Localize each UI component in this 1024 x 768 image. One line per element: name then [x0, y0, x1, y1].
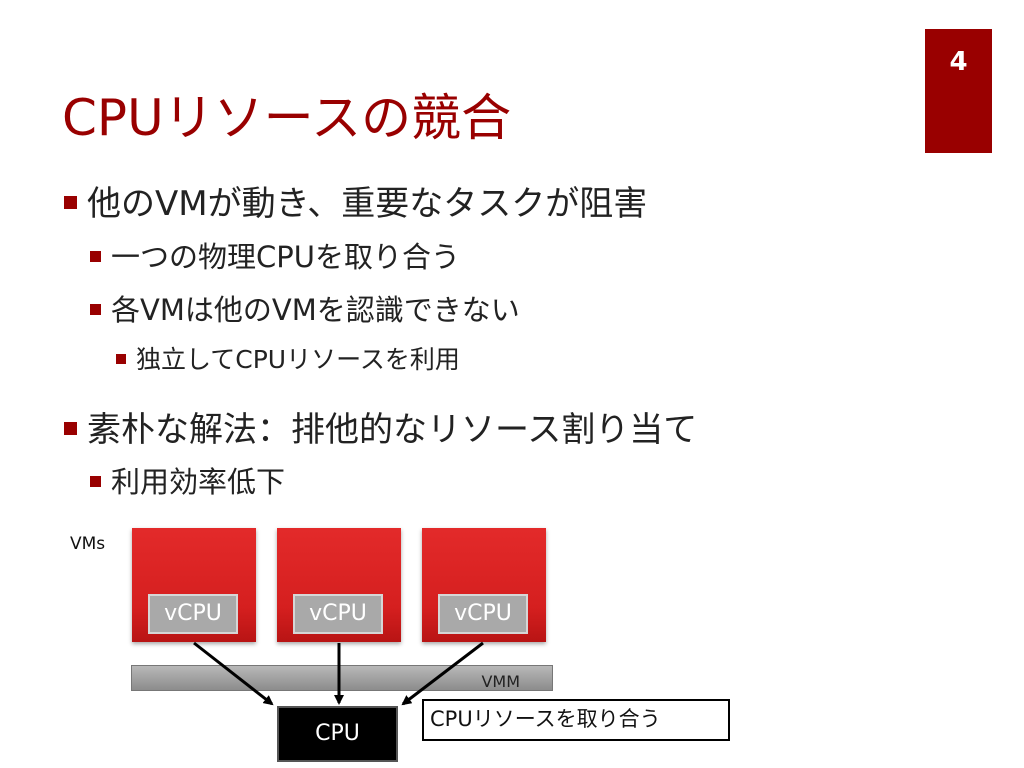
vms-label: VMs [70, 534, 106, 554]
callout-box: CPUリソースを取り合う [422, 699, 730, 741]
vm-box: vCPU [422, 528, 546, 642]
bullet-text: 利用効率低下 [111, 465, 286, 499]
page-number-badge: 4 [925, 29, 992, 153]
vm-box: vCPU [277, 528, 401, 642]
bullet-item: 独立してCPUリソースを利用 [116, 340, 460, 376]
arrow-vcpu3-to-cpu [401, 641, 484, 706]
vcpu-box: vCPU [148, 594, 238, 634]
bullet-text: 各VMは他のVMを認識できない [111, 293, 520, 327]
arrow-vcpu1-to-cpu [193, 641, 274, 706]
bullet-text: 他のVMが動き、重要なタスクが阻害 [87, 184, 648, 224]
vcpu-box: vCPU [438, 594, 528, 634]
bullet-text: 素朴な解法：排他的なリソース割り当て [87, 410, 698, 450]
bullet-square-icon [90, 476, 101, 487]
bullet-square-icon [64, 196, 77, 209]
bullet-item: 利用効率低下 [90, 459, 285, 501]
bullet-square-icon [90, 304, 101, 315]
bullet-square-icon [64, 422, 77, 435]
bullet-square-icon [90, 251, 101, 262]
vm-box: vCPU [132, 528, 256, 642]
bullet-item: 他のVMが動き、重要なタスクが阻害 [64, 176, 647, 225]
page-number: 4 [949, 47, 968, 77]
vcpu-box: vCPU [293, 594, 383, 634]
vmm-bar: VMM [131, 665, 553, 691]
vmm-label: VMM [481, 672, 520, 691]
bullet-item: 素朴な解法：排他的なリソース割り当て [64, 402, 697, 451]
bullet-text: 独立してCPUリソースを利用 [136, 345, 460, 374]
bullet-square-icon [116, 354, 126, 364]
cpu-box: CPU [277, 706, 398, 762]
bullet-item: 一つの物理CPUを取り合う [90, 234, 460, 276]
slide-title: CPUリソースの競合 [62, 89, 512, 147]
bullet-text: 一つの物理CPUを取り合う [111, 240, 460, 274]
bullet-item: 各VMは他のVMを認識できない [90, 287, 520, 329]
